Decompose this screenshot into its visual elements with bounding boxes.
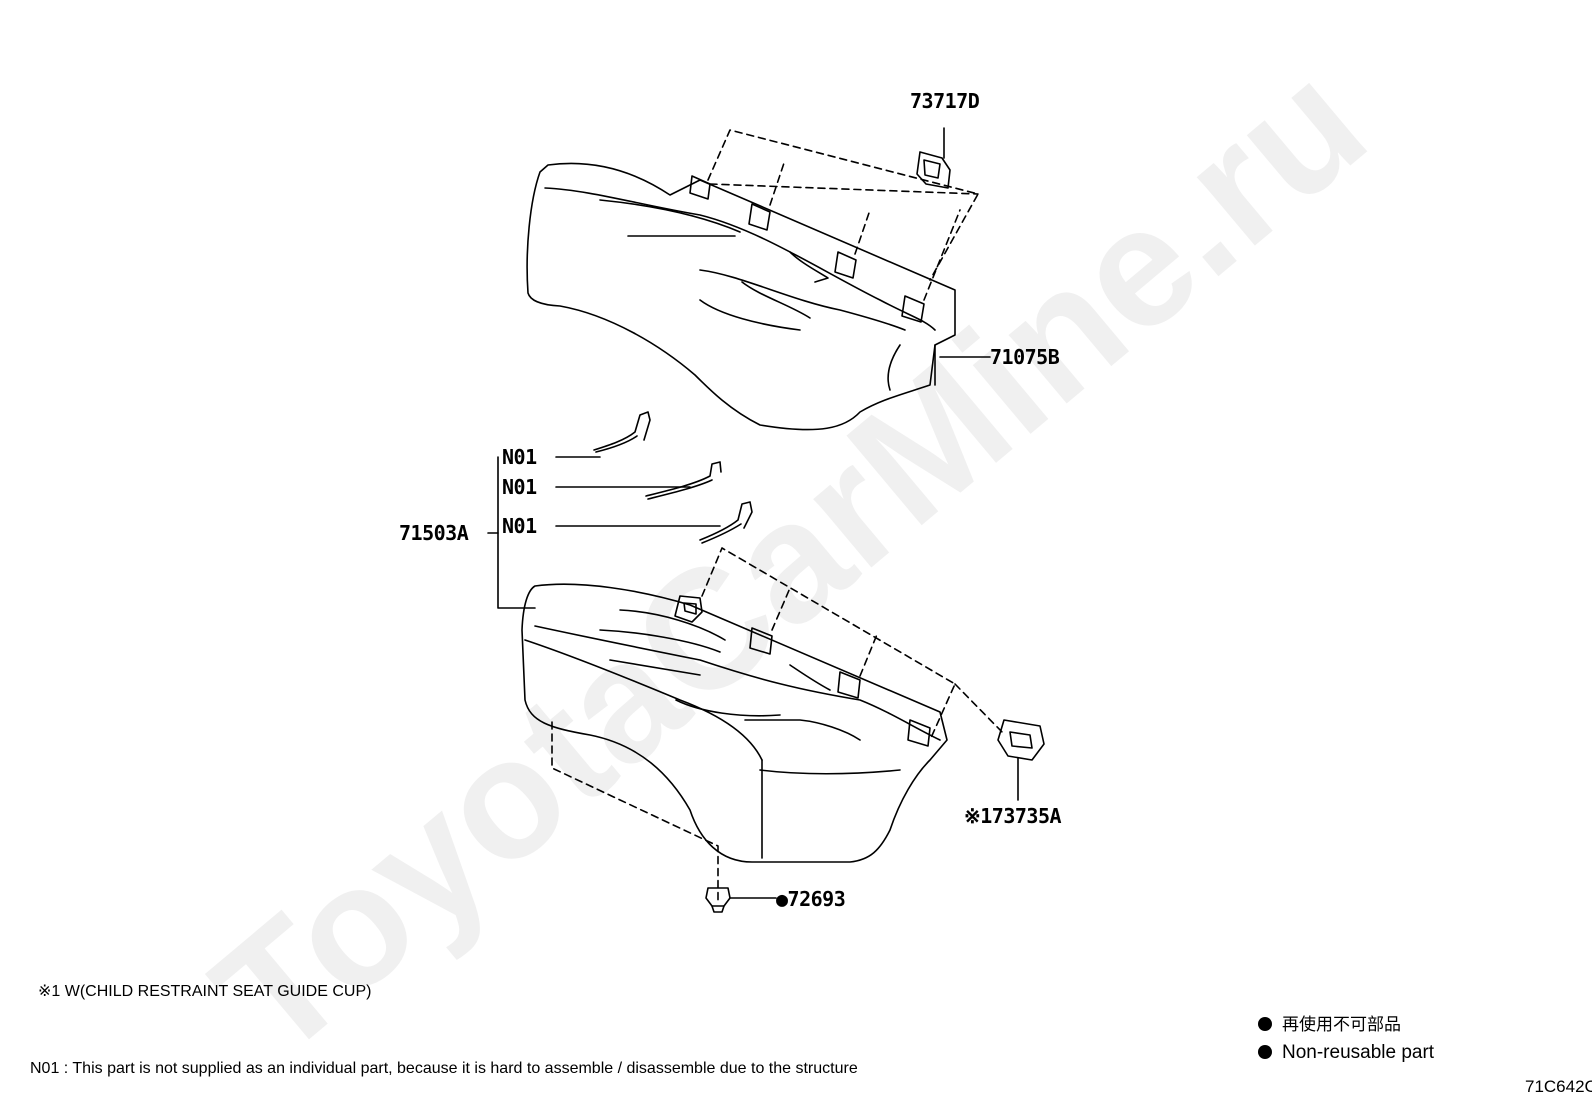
guide-cup-lower-drawing <box>997 719 1045 801</box>
part-label-72693[interactable]: ●72693 <box>776 887 846 911</box>
footnote-1: ※1 W(CHILD RESTRAINT SEAT GUIDE CUP) <box>38 983 372 1000</box>
cushion-drawing <box>521 547 1006 901</box>
guide-cup-upper-drawing <box>916 127 951 189</box>
legend-en-text: Non-reusable part <box>1282 1042 1435 1063</box>
part-label-n01-3[interactable]: N01 <box>502 514 537 538</box>
legend-en: Non-reusable part <box>1258 1043 1434 1062</box>
legend-jp-text: 再使用不可部品 <box>1282 1015 1401 1034</box>
part-label-71075b[interactable]: 71075B <box>990 345 1060 369</box>
legend-jp: 再使用不可部品 <box>1258 1016 1401 1033</box>
legend-dot-icon <box>1258 1045 1272 1059</box>
seatback-cover-drawing <box>526 129 979 431</box>
part-label-73717d[interactable]: 73717D <box>910 89 980 113</box>
part-label-71503a[interactable]: 71503A <box>399 521 469 545</box>
part-label-73735a[interactable]: ※173735A <box>964 804 1062 828</box>
figure-id: 71C642C <box>1525 1077 1592 1096</box>
footnote-n01: N01 : This part is not supplied as an in… <box>30 1060 858 1077</box>
wires-drawing <box>487 411 753 609</box>
part-label-n01-2[interactable]: N01 <box>502 475 537 499</box>
legend-dot-icon <box>1258 1017 1272 1031</box>
part-label-n01-1[interactable]: N01 <box>502 445 537 469</box>
clip-drawing <box>705 887 777 913</box>
